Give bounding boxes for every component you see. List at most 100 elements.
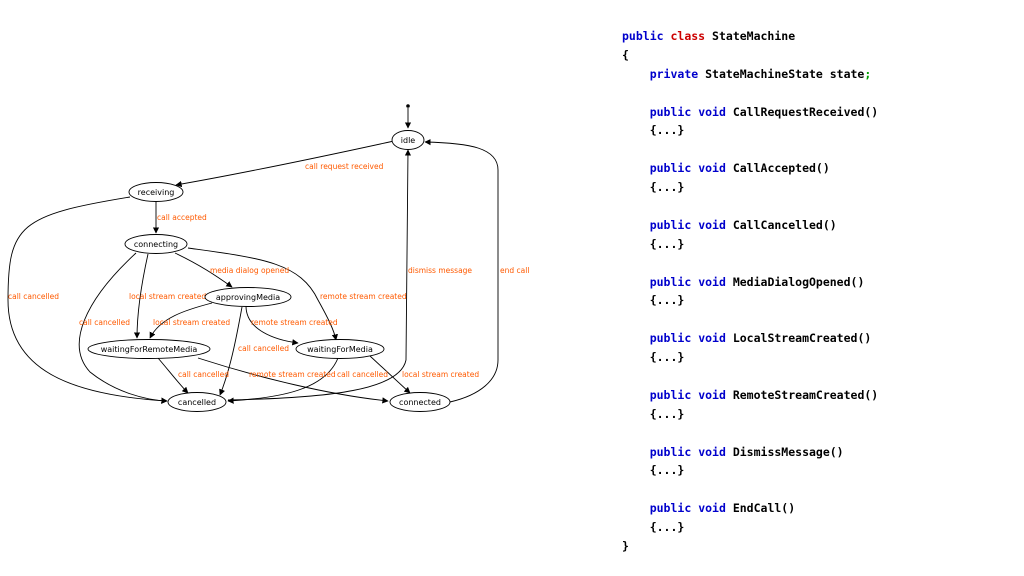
label-approving-remote-stream-created: remote stream created (251, 318, 338, 327)
method-list: public void CallRequestReceived() {...} … (622, 103, 879, 537)
state-idle: idle (391, 130, 425, 150)
keyword-void: void (698, 274, 726, 289)
label-connecting-remote-stream-created: remote stream created (320, 292, 407, 301)
label-connecting-local-stream-created: local stream created (129, 292, 206, 301)
state-waiting-for-media: waitingForMedia (295, 339, 385, 359)
keyword-public: public (649, 444, 692, 459)
label-wfm-call-cancelled: call cancelled (337, 370, 388, 379)
label-approving-local-stream-created: local stream created (153, 318, 230, 327)
method-name: LocalStreamCreated() (732, 331, 872, 346)
code-listing: public class StateMachine{ private State… (622, 27, 878, 556)
edge-receiving-to-cancelled (7, 196, 168, 404)
label-call-request-received: call request received (305, 162, 384, 171)
method-name: MediaDialogOpened() (732, 274, 865, 289)
field-declaration: private StateMachineState state; (622, 65, 878, 84)
label-connecting-call-cancelled: call cancelled (79, 318, 130, 327)
edge-wfrm-to-connected (197, 357, 389, 404)
state-connected-label: connected (399, 398, 441, 407)
edge-idle-to-receiving (175, 140, 395, 188)
state-approving-media-label: approvingMedia (216, 293, 280, 302)
label-call-accepted: call accepted (157, 213, 207, 222)
edge-wfm-to-connected (369, 355, 411, 394)
keyword-public: public (622, 29, 664, 43)
keyword-void: void (698, 387, 726, 402)
state-waiting-for-remote-media-label: waitingForRemoteMedia (101, 345, 198, 354)
label-wfm-local-stream-created: local stream created (402, 370, 479, 379)
state-waiting-for-media-label: waitingForMedia (307, 345, 373, 354)
method-signature: public void RemoteStreamCreated() (622, 386, 879, 405)
label-receiving-call-cancelled: call cancelled (8, 292, 59, 301)
keyword-public: public (649, 274, 692, 289)
label-wfrm-call-cancelled: call cancelled (178, 370, 229, 379)
method-name: EndCall() (732, 501, 796, 516)
keyword-public: public (649, 104, 692, 119)
edge-approving-to-wfm (245, 305, 299, 346)
method-body-placeholder: {...} (649, 293, 685, 308)
method-body-placeholder: {...} (649, 406, 685, 421)
method-body-placeholder: {...} (649, 123, 685, 138)
method-body: {...} (622, 178, 878, 197)
method-body-placeholder: {...} (649, 350, 685, 365)
keyword-void: void (698, 331, 726, 346)
method-name: CallRequestReceived() (732, 104, 879, 119)
method-body-placeholder: {...} (649, 236, 685, 251)
method-name: RemoteStreamCreated() (732, 387, 879, 402)
state-receiving: receiving (128, 182, 184, 202)
keyword-void: void (698, 444, 726, 459)
edge-connecting-to-approving (174, 252, 233, 288)
keyword-public: public (649, 217, 692, 232)
state-diagram: call request received call accepted medi… (7, 104, 529, 412)
semicolon: ; (864, 66, 872, 81)
edge-connecting-to-cancelled (78, 252, 168, 404)
close-brace: } (622, 539, 629, 554)
label-wfrm-remote-stream-created: remote stream created (249, 370, 336, 379)
label-media-dialog-opened: media dialog opened (210, 266, 289, 275)
label-dismiss-message: dismiss message (408, 266, 472, 275)
edge-approving-to-cancelled (219, 306, 243, 396)
state-connecting-label: connecting (134, 240, 178, 249)
state-approving-media: approvingMedia (204, 287, 292, 307)
state-connecting: connecting (124, 234, 188, 254)
state-waiting-for-remote-media: waitingForRemoteMedia (87, 339, 211, 359)
method-body-placeholder: {...} (649, 463, 685, 478)
method-signature: public void MediaDialogOpened() (622, 273, 878, 292)
edge-approving-to-wfrm (149, 302, 213, 339)
field-text: StateMachineState state (705, 66, 865, 81)
keyword-public: public (649, 331, 692, 346)
method-body: {...} (622, 348, 878, 367)
method-signature: public void CallRequestReceived() (622, 103, 879, 122)
method-signature: public void CallCancelled() (622, 216, 878, 235)
keyword-void: void (698, 161, 726, 176)
label-approving-call-cancelled: call cancelled (238, 344, 289, 353)
keyword-private: private (649, 66, 699, 81)
method-body: {...} (622, 235, 878, 254)
method-body: {...} (622, 291, 878, 310)
state-connected: connected (389, 392, 451, 412)
method-body: {...} (622, 405, 878, 424)
edge-connecting-to-wfm (187, 247, 338, 341)
edge-connecting-to-wfrm (133, 253, 149, 339)
label-end-call: end call (500, 266, 529, 275)
method-body: {...} (622, 121, 878, 140)
state-cancelled: cancelled (167, 392, 227, 412)
method-name: CallCancelled() (732, 217, 837, 232)
method-body-placeholder: {...} (649, 520, 685, 535)
edge-cancelled-to-idle (227, 149, 412, 401)
state-idle-label: idle (401, 136, 416, 145)
method-signature: public void LocalStreamCreated() (622, 329, 878, 348)
method-name: CallAccepted() (732, 161, 830, 176)
keyword-public: public (649, 501, 692, 516)
method-signature: public void DismissMessage() (622, 443, 878, 462)
initial-state-dot (406, 104, 410, 108)
edge-connected-to-idle (424, 138, 499, 403)
keyword-public: public (649, 161, 692, 176)
method-body-placeholder: {...} (649, 180, 685, 195)
state-receiving-label: receiving (138, 188, 175, 197)
method-signature: public void EndCall() (622, 499, 878, 518)
state-cancelled-label: cancelled (178, 398, 216, 407)
keyword-public: public (649, 387, 692, 402)
method-body: {...} (622, 461, 878, 480)
keyword-void: void (698, 501, 726, 516)
edge-wfrm-to-cancelled (157, 357, 189, 394)
method-body: {...} (622, 518, 878, 537)
